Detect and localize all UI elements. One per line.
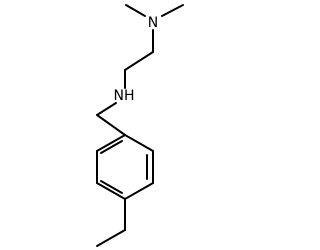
bond-n-methyl-right — [161, 4, 184, 17]
bond-benzyl-ring — [96, 114, 126, 136]
atom-label-nh: NH — [114, 88, 135, 104]
bond-ch2-ch2 — [124, 51, 154, 71]
chemical-structure-diagram: N NH — [96, 4, 184, 247]
bond-n-methyl-left — [125, 4, 146, 17]
benzene-ring — [96, 133, 154, 201]
ring-double-bond-bottom-left — [100, 180, 123, 194]
bond-ethyl-methyl — [96, 229, 126, 247]
ring-double-bond-top-left — [100, 140, 123, 154]
atom-label-n-dimethyl: N — [148, 15, 158, 31]
bond-nh-benzyl — [96, 102, 117, 116]
